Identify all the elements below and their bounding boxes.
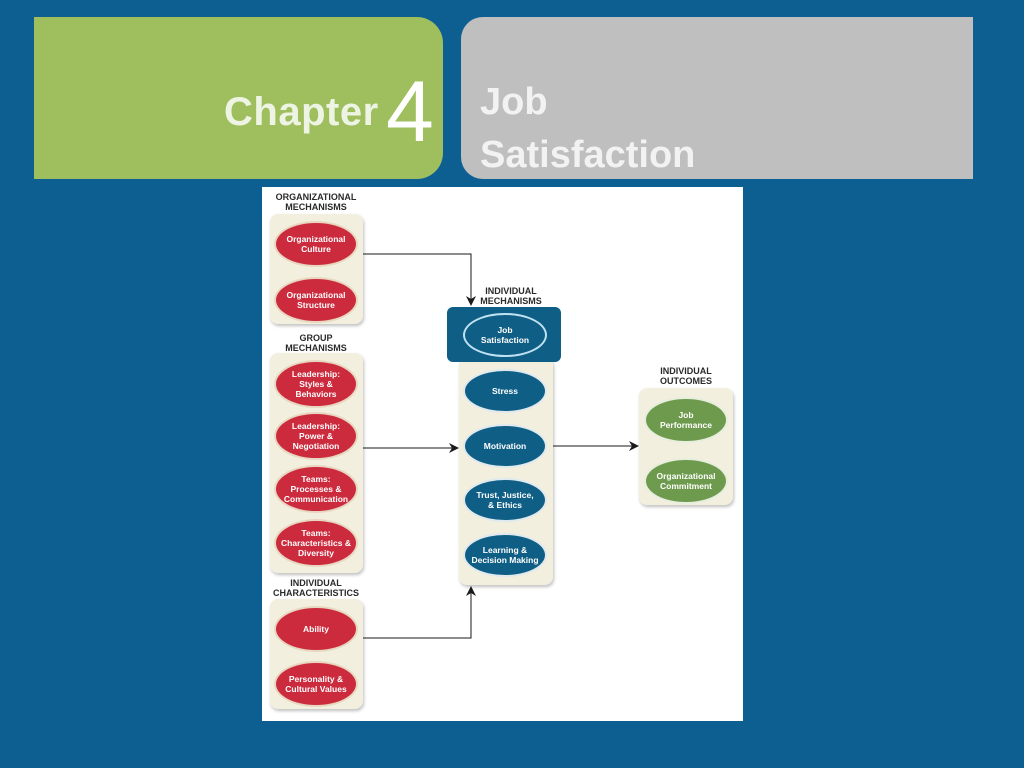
oval-organizational-structure: Organizational Structure [274, 277, 358, 323]
arrow-organizational-to-individual [363, 253, 476, 306]
title-line-1: Job [480, 81, 548, 123]
oval-leadership-power: Leadership: Power & Negotiation [274, 412, 358, 460]
oval-organizational-commitment: Organizational Commitment [644, 458, 728, 504]
group-mechanisms-label: GROUP MECHANISMS [285, 333, 347, 353]
oval-personality-cultural-values: Personality & Cultural Values [274, 661, 358, 707]
oval-job-satisfaction: Job Satisfaction [463, 313, 547, 357]
oval-teams-processes: Teams: Processes & Communication [274, 465, 358, 513]
oval-leadership-styles: Leadership: Styles & Behaviors [274, 360, 358, 408]
title-banner: Job Satisfaction [461, 17, 973, 179]
oval-stress: Stress [463, 369, 547, 413]
individual-characteristics-label: INDIVIDUAL CHARACTERISTICS [272, 578, 359, 598]
oval-trust-justice-ethics: Trust, Justice, & Ethics [463, 478, 547, 522]
oval-ability: Ability [274, 606, 358, 652]
connector-arrows [363, 253, 639, 639]
oval-organizational-culture: Organizational Culture [274, 221, 358, 267]
individual-outcomes-label: INDIVIDUAL OUTCOMES [659, 366, 712, 386]
individual-mechanisms-label: INDIVIDUAL MECHANISMS [480, 286, 542, 306]
arrow-characteristics-to-individual [363, 586, 476, 639]
job-satisfaction-diagram: ORGANIZATIONAL MECHANISMS Organizational… [262, 187, 743, 721]
title-line-2: Satisfaction [480, 134, 696, 176]
oval-job-performance: Job Performance [644, 397, 728, 443]
chapter-banner: Chapter 4 [34, 17, 443, 179]
chapter-label: Chapter [224, 90, 379, 134]
oval-motivation: Motivation [463, 424, 547, 468]
organizational-mechanisms-label: ORGANIZATIONAL MECHANISMS [275, 192, 357, 212]
chapter-number: 4 [386, 64, 434, 160]
oval-learning-decision-making: Learning & Decision Making [463, 533, 547, 577]
oval-teams-characteristics: Teams: Characteristics & Diversity [274, 519, 358, 567]
